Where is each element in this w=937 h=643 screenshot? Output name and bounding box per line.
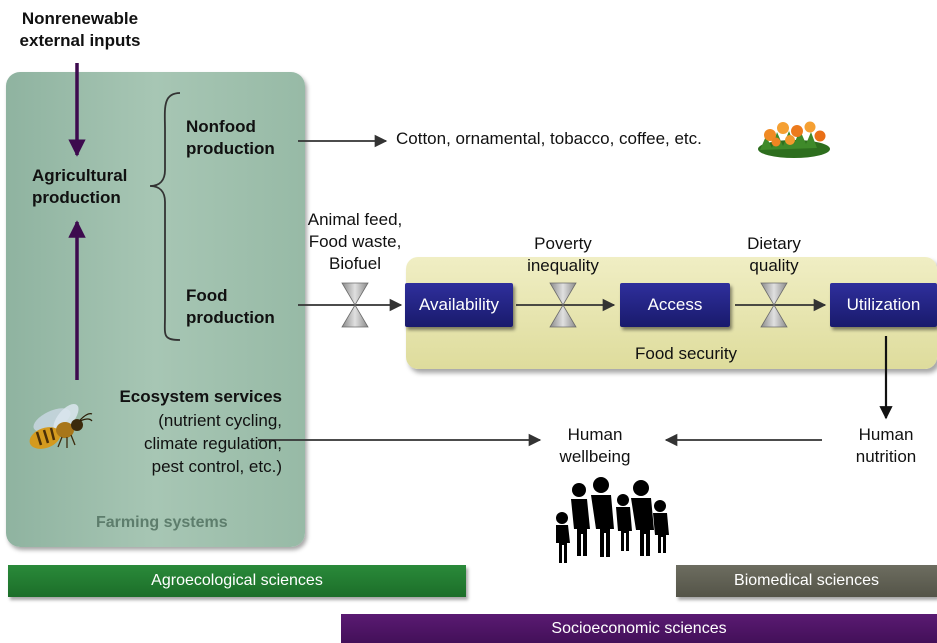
farming-systems-label: Farming systems bbox=[96, 514, 228, 531]
nonfood-production-line-2: production bbox=[186, 139, 275, 158]
family-silhouette-icon bbox=[556, 477, 669, 563]
dietary-line-1: Dietary bbox=[747, 234, 801, 253]
feed-line-3: Biofuel bbox=[329, 254, 381, 273]
ecosystem-services-details: (nutrient cycling, climate regulation, p… bbox=[60, 409, 282, 478]
food-production-label: Food production bbox=[186, 285, 275, 329]
nonfood-production-label: Nonfood production bbox=[186, 116, 275, 160]
hourglass-valve-icon bbox=[549, 282, 577, 328]
dietary-line-2: quality bbox=[749, 256, 799, 275]
ecosystem-line-1: (nutrient cycling, bbox=[158, 411, 282, 430]
agricultural-production-label: Agricultural production bbox=[32, 165, 127, 209]
feed-line-2: Food waste, bbox=[308, 232, 402, 251]
utilization-box: Utilization bbox=[830, 283, 937, 327]
hourglass-valve-icon bbox=[341, 282, 369, 328]
human-nutrition-line-1: Human bbox=[858, 425, 914, 444]
food-production-line-1: Food bbox=[186, 286, 228, 305]
production-brace bbox=[149, 92, 181, 341]
food-production-line-2: production bbox=[186, 308, 275, 327]
human-nutrition-label: Human nutrition bbox=[836, 424, 936, 468]
access-box: Access bbox=[620, 283, 730, 327]
ecosystem-line-3: pest control, etc.) bbox=[151, 457, 282, 476]
human-wellbeing-line-2: wellbeing bbox=[559, 447, 631, 466]
flower-bouquet-icon bbox=[758, 121, 830, 158]
food-security-label: Food security bbox=[635, 344, 738, 363]
nonrenewable-line-2: external inputs bbox=[19, 31, 141, 50]
ecosystem-services-title: Ecosystem services bbox=[119, 387, 282, 406]
availability-box: Availability bbox=[405, 283, 513, 327]
agricultural-production-line-2: production bbox=[32, 188, 121, 207]
socioeconomic-sciences-bar: Socioeconomic sciences bbox=[341, 614, 937, 643]
poverty-line-1: Poverty bbox=[534, 234, 592, 253]
feed-waste-biofuel-label: Animal feed, Food waste, Biofuel bbox=[290, 209, 420, 275]
dietary-quality-label: Dietary quality bbox=[724, 233, 824, 277]
nonrenewable-line-1: Nonrenewable bbox=[21, 9, 139, 28]
farming-systems-panel bbox=[6, 72, 305, 547]
poverty-inequality-label: Poverty inequality bbox=[510, 233, 616, 277]
human-wellbeing-label: Human wellbeing bbox=[545, 424, 645, 468]
nonfood-products-label: Cotton, ornamental, tobacco, coffee, etc… bbox=[396, 129, 702, 148]
human-nutrition-line-2: nutrition bbox=[855, 447, 917, 466]
ecosystem-line-2: climate regulation, bbox=[144, 434, 282, 453]
biomedical-sciences-bar: Biomedical sciences bbox=[676, 565, 937, 597]
agricultural-production-line-1: Agricultural bbox=[32, 166, 128, 185]
poverty-line-2: inequality bbox=[527, 256, 599, 275]
human-wellbeing-line-1: Human bbox=[567, 425, 623, 444]
hourglass-valve-icon bbox=[760, 282, 788, 328]
nonfood-production-line-1: Nonfood bbox=[186, 117, 256, 136]
feed-line-1: Animal feed, bbox=[307, 210, 403, 229]
bee-icon bbox=[29, 403, 93, 449]
agroecological-sciences-bar: Agroecological sciences bbox=[8, 565, 466, 597]
nonrenewable-inputs-label: Nonrenewable external inputs bbox=[0, 8, 160, 52]
